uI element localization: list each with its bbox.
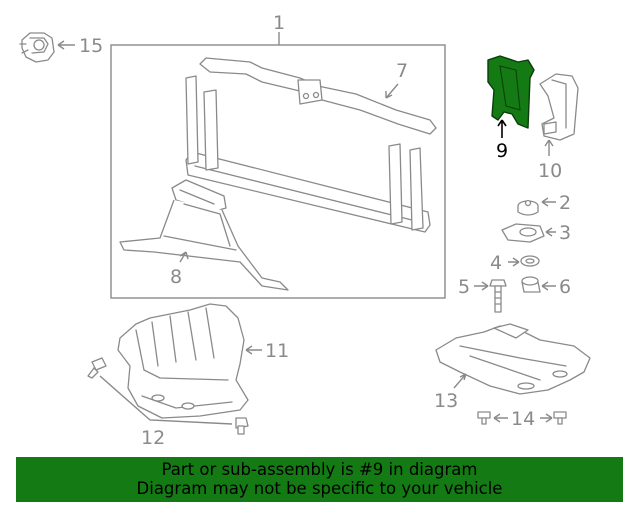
part-8-center-brace [119,179,289,291]
leader-3 [545,227,556,237]
callout-3: 3 [559,222,571,244]
leader-4 [508,257,520,267]
callout-15: 15 [79,35,103,57]
part-3-mount [501,223,545,243]
part-9-bracket-highlighted [487,55,535,129]
part-4-washer [520,255,540,267]
callout-6: 6 [559,276,571,298]
callout-7: 7 [396,60,408,82]
leader-8 [179,251,189,263]
leader-5 [474,281,489,291]
leader-14-left [493,413,508,423]
part-6-nut [521,276,541,293]
part-12-bolts [87,357,249,435]
banner-line-1: Part or sub-assembly is #9 in diagram [161,460,478,479]
leader-9 [497,119,507,138]
callout-9: 9 [496,140,508,162]
callout-11: 11 [265,340,289,362]
callout-4: 4 [490,252,502,274]
leader-7 [385,83,399,99]
callout-10: 10 [538,160,562,182]
part-2-nut [517,199,539,216]
callout-5: 5 [458,276,470,298]
callout-14: 14 [511,408,535,430]
part-13-skid-plate [435,323,591,395]
banner-line-2: Diagram may not be specific to your vehi… [136,479,503,498]
assembly-box [110,44,446,299]
callout-8: 8 [170,266,182,288]
info-banner: Part or sub-assembly is #9 in diagram Di… [16,457,623,502]
callout-13: 13 [434,390,458,412]
callout-12: 12 [141,427,165,449]
callout-2: 2 [559,192,571,214]
callout-1: 1 [273,12,285,34]
leader-11 [245,345,262,355]
part-10-bracket [539,73,579,141]
leader-14-right [540,413,553,423]
leader-2 [541,197,556,207]
leader-10 [544,139,554,156]
leader-6 [541,281,556,291]
leader-15 [57,40,75,50]
part-14-bolts [477,411,567,425]
part-11-shield [117,303,249,419]
leader-13 [453,373,467,389]
leader-12 [99,375,233,425]
part-5-bolt [489,279,507,313]
part-1-radiator-support [185,57,437,233]
part-15-clip [19,32,55,63]
